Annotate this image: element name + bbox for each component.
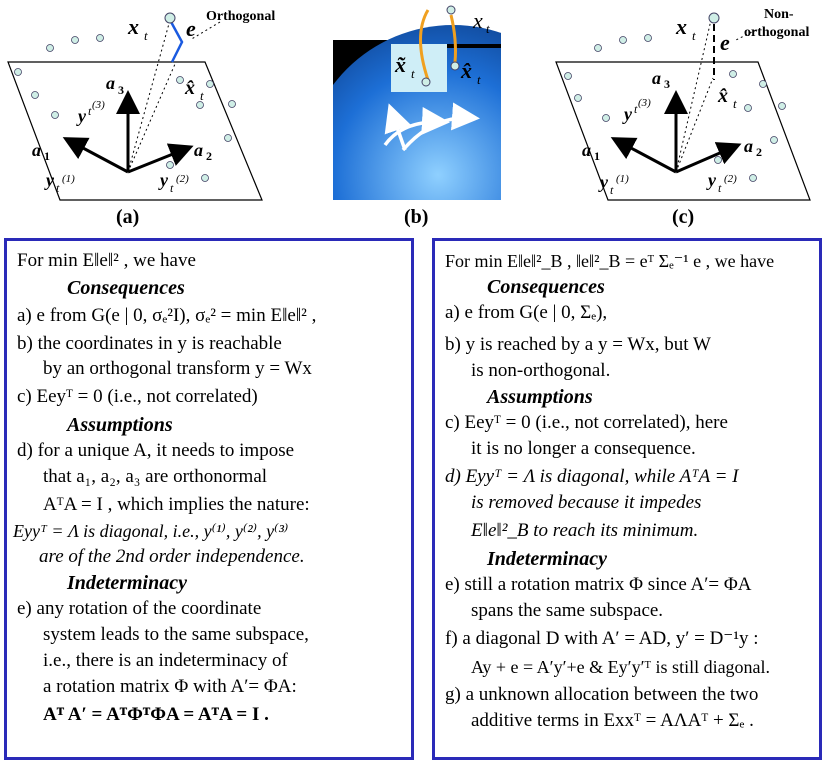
right-item-c-cont: it is no longer a consequence. <box>471 437 696 461</box>
svg-text:t: t <box>692 28 696 43</box>
svg-text:x̂: x̂ <box>717 85 728 107</box>
left-item-e-cont1: system leads to the same subspace, <box>43 623 309 647</box>
svg-text:y: y <box>158 170 169 190</box>
svg-text:(2): (2) <box>176 173 189 185</box>
figure-c-nonorthogonal-projection: x t e x̂ t a 3 y t (3) a 1 y t (1) a 2 y… <box>548 0 826 215</box>
right-item-g: g) a unknown allocation between the two <box>445 683 758 707</box>
svg-text:(1): (1) <box>62 173 75 185</box>
left-item-d-cont3: Eyyᵀ = Λ is diagonal, i.e., y⁽¹⁾, y⁽²⁾, … <box>13 519 288 543</box>
left-item-c: c) Eeyᵀ = 0 (i.e., not correlated) <box>17 385 258 409</box>
right-text-box: For min E‖e‖²_B , ‖e‖²_B = eᵀ Σₑ⁻¹ e , w… <box>432 238 822 760</box>
svg-text:x: x <box>472 8 483 33</box>
right-item-b-cont: is non-orthogonal. <box>471 359 610 383</box>
svg-text:(3): (3) <box>92 99 105 111</box>
svg-text:y: y <box>622 104 633 124</box>
svg-text:y: y <box>76 106 87 126</box>
svg-text:a: a <box>582 140 591 160</box>
right-item-e-cont: spans the same subspace. <box>471 599 663 623</box>
right-line-intro: For min E‖e‖²_B , ‖e‖²_B = eᵀ Σₑ⁻¹ e , w… <box>445 249 774 273</box>
svg-text:(2): (2) <box>724 173 737 185</box>
left-item-e: e) any rotation of the coordinate <box>17 597 261 621</box>
svg-text:t: t <box>411 66 415 81</box>
left-item-e-cont2: i.e., there is an indeterminacy of <box>43 649 288 673</box>
svg-text:y: y <box>598 172 609 192</box>
callout-non-orthogonal-2: orthogonal <box>744 25 809 40</box>
svg-text:t: t <box>200 88 204 103</box>
left-item-d-cont4: are of the 2nd order independence. <box>39 545 305 569</box>
svg-text:a: a <box>194 140 203 160</box>
right-item-g-cont: additive terms in Exxᵀ = AΛAᵀ + Σₑ . <box>471 709 754 733</box>
svg-text:t: t <box>733 96 737 111</box>
callout-orthogonal: Orthogonal <box>206 9 275 24</box>
right-item-e: e) still a rotation matrix Φ since A′= Φ… <box>445 573 751 597</box>
svg-text:a: a <box>106 73 115 93</box>
svg-text:3: 3 <box>118 83 124 97</box>
svg-text:t: t <box>477 72 481 87</box>
left-heading-assumptions: Assumptions <box>67 413 173 437</box>
svg-text:2: 2 <box>756 145 762 159</box>
left-item-a: a) e from G(e | 0, σₑ²I), σₑ² = min E‖e‖… <box>17 304 316 328</box>
svg-text:a: a <box>32 140 41 160</box>
right-heading-consequences: Consequences <box>487 275 605 299</box>
figure-b-globe: x t x̃ t x̂ t <box>333 0 501 200</box>
panel-b-label: (b) <box>404 206 428 229</box>
right-item-d: d) Eyyᵀ = Λ is diagonal, while AᵀA = I <box>445 465 739 489</box>
right-item-c: c) Eeyᵀ = 0 (i.e., not correlated), here <box>445 411 728 435</box>
left-item-b-cont: by an orthogonal transform y = Wx <box>43 357 312 381</box>
svg-text:x̂: x̂ <box>460 58 472 83</box>
left-item-b: b) the coordinates in y is reachable <box>17 332 282 356</box>
svg-text:a: a <box>744 136 753 156</box>
right-item-b: b) y is reached by a y = Wx, but W <box>445 333 711 357</box>
callout-non-orthogonal: Non- <box>764 7 794 22</box>
left-item-e-cont3: a rotation matrix Φ with A′= ΦA: <box>43 675 297 699</box>
right-item-d-cont2: E‖e‖²_B to reach its minimum. <box>471 519 698 543</box>
right-item-a: a) e from G(e | 0, Σₑ), <box>445 301 607 325</box>
svg-text:2: 2 <box>206 149 212 163</box>
subspace-plane <box>556 62 810 200</box>
right-item-f: f) a diagonal D with A′ = AD, y′ = D⁻¹y … <box>445 627 759 651</box>
left-item-d-cont1: that a₁, a₂, a₃ are orthonormal <box>43 465 267 489</box>
right-item-d-cont1: is removed because it impedes <box>471 491 701 515</box>
right-heading-indeterminacy: Indeterminacy <box>487 547 607 571</box>
svg-text:3: 3 <box>664 77 670 91</box>
svg-text:x: x <box>675 14 687 39</box>
svg-text:x̃: x̃ <box>394 52 406 77</box>
left-item-d: d) for a unique A, it needs to impose <box>17 439 294 463</box>
point-x-t <box>709 13 719 23</box>
figure-a-orthogonal-projection: x t e x̂ t a 3 y t (3) a 1 y t (1) a 2 y… <box>0 0 280 215</box>
svg-text:1: 1 <box>44 149 50 163</box>
panel-a-label: (a) <box>116 206 139 229</box>
svg-text:y: y <box>706 170 717 190</box>
svg-text:t: t <box>144 28 148 43</box>
left-item-e-cont4: Aᵀ A′ = AᵀΦᵀΦA = AᵀA = I . <box>43 703 269 727</box>
svg-text:y: y <box>44 170 55 190</box>
right-item-f-cont: Ay + e = A′y′+e & Ey′y′ᵀ is still diagon… <box>471 655 770 679</box>
svg-text:e: e <box>186 16 196 41</box>
svg-text:(1): (1) <box>616 173 629 185</box>
svg-text:(3): (3) <box>638 97 651 109</box>
panel-c-label: (c) <box>672 206 694 229</box>
error-vector <box>170 20 182 62</box>
svg-text:e: e <box>720 30 730 55</box>
svg-text:a: a <box>652 68 661 88</box>
left-heading-consequences: Consequences <box>67 276 185 300</box>
svg-text:x̂: x̂ <box>184 77 195 99</box>
left-heading-indeterminacy: Indeterminacy <box>67 571 187 595</box>
left-item-d-cont2: AᵀA = I , which implies the nature: <box>43 493 310 517</box>
left-text-box: For min E‖e‖² , we have Consequences a) … <box>4 238 414 760</box>
svg-text:1: 1 <box>594 149 600 163</box>
right-heading-assumptions: Assumptions <box>487 385 593 409</box>
left-line-intro: For min E‖e‖² , we have <box>17 249 196 273</box>
svg-text:x: x <box>127 14 139 39</box>
svg-text:t: t <box>486 21 490 36</box>
point-x-t <box>165 13 175 23</box>
